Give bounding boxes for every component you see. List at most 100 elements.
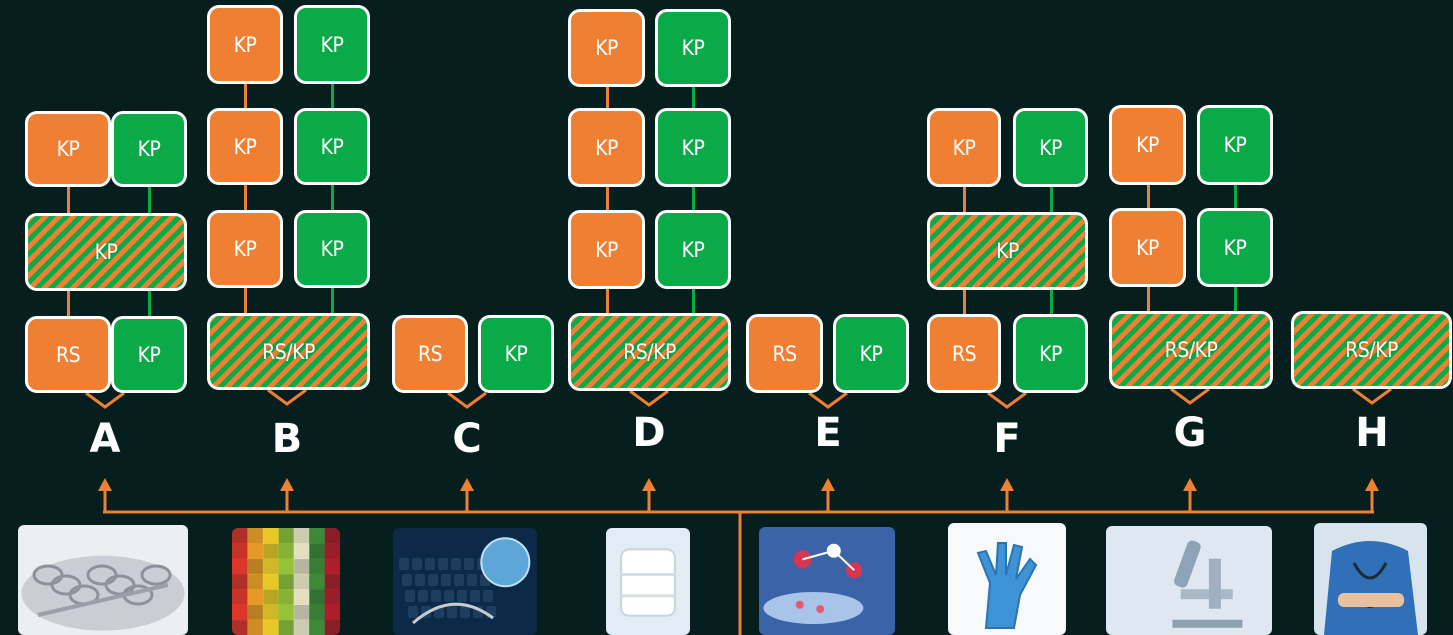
column-f-box-kp-green: KP bbox=[1013, 108, 1088, 187]
column-b-box-kp-orange-label: KP bbox=[233, 134, 257, 159]
column-g-box-combined: RS/KP bbox=[1109, 311, 1273, 389]
column-c-letter: C bbox=[452, 416, 482, 462]
surgical-instruments-photo bbox=[18, 525, 188, 635]
keyboard-stethoscope-photo-icon bbox=[393, 528, 537, 635]
column-d-box-combined-label: RS/KP bbox=[623, 340, 676, 364]
fruits-vegetables-photo bbox=[232, 528, 340, 635]
column-d-orange-connector bbox=[605, 187, 609, 210]
blue-gloves-photo-icon bbox=[948, 523, 1066, 635]
column-d-box-kp-orange: KP bbox=[568, 210, 645, 289]
column-f-box-combined-label: KP bbox=[996, 239, 1019, 263]
column-c-box-rs-orange: RS bbox=[392, 315, 468, 393]
column-a-box-kp-green: KP bbox=[111, 111, 187, 187]
column-a-box-kp-green-label: KP bbox=[137, 342, 161, 367]
column-d-box-kp-orange-label: KP bbox=[595, 237, 618, 262]
column-f-box-rs-orange-label: RS bbox=[951, 341, 977, 366]
column-d-green-connector bbox=[692, 187, 695, 210]
column-c-box-kp-green: KP bbox=[478, 315, 554, 393]
microscope-photo bbox=[1106, 526, 1272, 635]
column-b-box-kp-green-label: KP bbox=[320, 32, 344, 57]
column-g-box-kp-orange: KP bbox=[1109, 208, 1186, 287]
column-a-chevron bbox=[85, 391, 125, 409]
column-b-letter: B bbox=[271, 416, 303, 462]
column-d-box-kp-green: KP bbox=[655, 210, 731, 289]
column-a-box-kp-green-label: KP bbox=[137, 137, 161, 161]
column-b-box-combined: RS/KP bbox=[207, 313, 370, 390]
column-d-chevron bbox=[629, 389, 669, 407]
column-c-box-rs-orange-label: RS bbox=[417, 342, 443, 366]
column-c-chevron bbox=[447, 391, 487, 409]
column-a-box-kp-orange-label: KP bbox=[56, 137, 80, 161]
column-f-box-combined: KP bbox=[927, 212, 1088, 290]
column-h-arrow-head bbox=[1365, 478, 1379, 491]
column-b-orange-connector bbox=[244, 288, 247, 313]
column-f-orange-connector bbox=[963, 290, 966, 314]
column-g-chevron bbox=[1170, 387, 1210, 405]
column-e-box-rs-orange-label: RS bbox=[772, 341, 797, 366]
column-b-orange-connector bbox=[244, 84, 247, 108]
column-f-letter: F bbox=[993, 416, 1021, 462]
column-b-orange-connector bbox=[244, 185, 247, 210]
column-b-box-kp-green-label: KP bbox=[320, 237, 344, 261]
column-a-orange-connector bbox=[67, 187, 70, 213]
column-f-box-kp-green-label: KP bbox=[1039, 135, 1062, 160]
fruits-vegetables-photo-icon bbox=[232, 528, 340, 635]
column-d-box-combined: RS/KP bbox=[568, 313, 731, 391]
blue-gloves-photo bbox=[948, 523, 1066, 635]
column-d-orange-connector bbox=[605, 289, 609, 313]
column-b-box-combined-label: RS/KP bbox=[262, 339, 315, 364]
column-a-arrow-head bbox=[98, 478, 112, 491]
column-d-box-kp-orange-label: KP bbox=[595, 135, 618, 160]
column-b-box-kp-green: KP bbox=[294, 210, 370, 288]
column-b-green-connector bbox=[331, 185, 334, 210]
column-d-orange-connector bbox=[605, 87, 609, 108]
column-d-box-kp-green-label: KP bbox=[681, 135, 705, 160]
column-e-arrow-head bbox=[821, 478, 835, 491]
keyboard-stethoscope-photo bbox=[393, 528, 537, 635]
column-f-box-kp-green: KP bbox=[1013, 314, 1088, 393]
column-d-box-kp-green-label: KP bbox=[681, 237, 705, 262]
column-a-box-rs-orange-label: RS bbox=[55, 342, 81, 367]
column-b-box-kp-orange: KP bbox=[207, 210, 283, 288]
column-b-arrow-head bbox=[280, 478, 294, 491]
column-d-box-kp-orange-label: KP bbox=[595, 36, 618, 60]
column-d-box-kp-green: KP bbox=[655, 108, 731, 187]
column-f-box-kp-orange-label: KP bbox=[952, 135, 976, 160]
surgical-instruments-photo-icon bbox=[18, 525, 188, 635]
column-d-letter: D bbox=[632, 410, 666, 456]
column-f-arrow-head bbox=[1000, 478, 1014, 491]
column-e-chevron bbox=[808, 391, 848, 409]
column-b-box-kp-green: KP bbox=[294, 5, 370, 84]
column-g-box-kp-orange-label: KP bbox=[1136, 235, 1159, 260]
column-c-box-kp-green-label: KP bbox=[504, 342, 528, 366]
column-a-green-connector bbox=[148, 291, 151, 316]
column-g-arrow-head bbox=[1183, 478, 1197, 491]
column-e-box-kp-green-label: KP bbox=[859, 341, 883, 366]
column-g-box-combined-label: RS/KP bbox=[1164, 338, 1218, 362]
column-g-box-kp-green-label: KP bbox=[1223, 235, 1247, 260]
column-a-letter: A bbox=[89, 416, 121, 462]
column-g-box-kp-orange-label: KP bbox=[1136, 133, 1159, 157]
column-g-box-kp-orange: KP bbox=[1109, 105, 1186, 185]
column-h-chevron bbox=[1352, 387, 1392, 405]
column-d-box-kp-orange: KP bbox=[568, 9, 645, 87]
column-g-green-connector bbox=[1234, 287, 1237, 311]
bandage-roll-photo-icon bbox=[606, 528, 690, 635]
column-b-box-kp-orange-label: KP bbox=[233, 237, 257, 261]
column-c-arrow-head bbox=[460, 478, 474, 491]
column-h-box-combined: RS/KP bbox=[1291, 311, 1452, 389]
doctor-stethoscope-photo bbox=[1314, 523, 1427, 635]
column-h-box-combined-label: RS/KP bbox=[1345, 338, 1398, 362]
column-h-letter: H bbox=[1355, 410, 1389, 456]
column-f-box-kp-green-label: KP bbox=[1039, 341, 1062, 366]
column-b-green-connector bbox=[331, 84, 334, 108]
column-d-box-kp-green-label: KP bbox=[681, 36, 705, 60]
column-e-box-rs-orange: RS bbox=[746, 314, 823, 393]
column-g-letter: G bbox=[1173, 410, 1207, 456]
column-f-box-rs-orange: RS bbox=[927, 314, 1001, 393]
column-g-orange-connector bbox=[1146, 287, 1150, 311]
column-d-green-connector bbox=[692, 87, 695, 108]
column-a-box-kp-green: KP bbox=[111, 316, 187, 393]
